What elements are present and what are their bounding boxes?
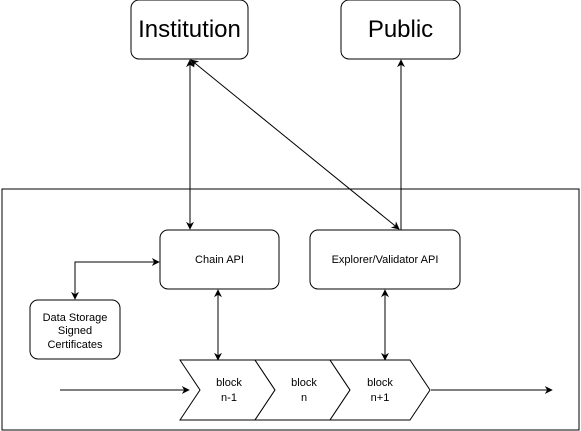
public-node: Public: [340, 0, 461, 60]
edge-institution-explorer-api: [190, 59, 400, 230]
chain-api-node: Chain API: [159, 229, 280, 290]
block-n-plus-1: block n+1: [329, 359, 431, 421]
block-n-minus-1-label-line1: block: [216, 377, 242, 389]
explorer-validator-api-node: Explorer/Validator API: [309, 229, 461, 290]
block-n-label-line1: block: [291, 377, 317, 389]
institution-label: Institution: [138, 16, 241, 43]
edge-chain-api-data-storage: [71, 258, 160, 300]
block-n-minus-1-label-line2: n-1: [221, 392, 237, 404]
block-n-plus-1-label-line1: block: [367, 377, 393, 389]
explorer-validator-api-label: Explorer/Validator API: [332, 254, 439, 266]
data-storage-label-line1: Data Storage: [43, 312, 108, 324]
institution-node: Institution: [130, 0, 249, 60]
block-n-label-line2: n: [301, 392, 307, 404]
data-storage-label-line2: Signed: [58, 325, 92, 337]
data-storage-node: Data Storage Signed Certificates: [29, 299, 121, 360]
data-storage-label-line3: Certificates: [47, 339, 103, 351]
block-n: block n: [254, 359, 351, 421]
block-n-plus-1-label-line2: n+1: [371, 392, 390, 404]
chain-api-label: Chain API: [195, 254, 244, 266]
public-label: Public: [368, 16, 433, 43]
